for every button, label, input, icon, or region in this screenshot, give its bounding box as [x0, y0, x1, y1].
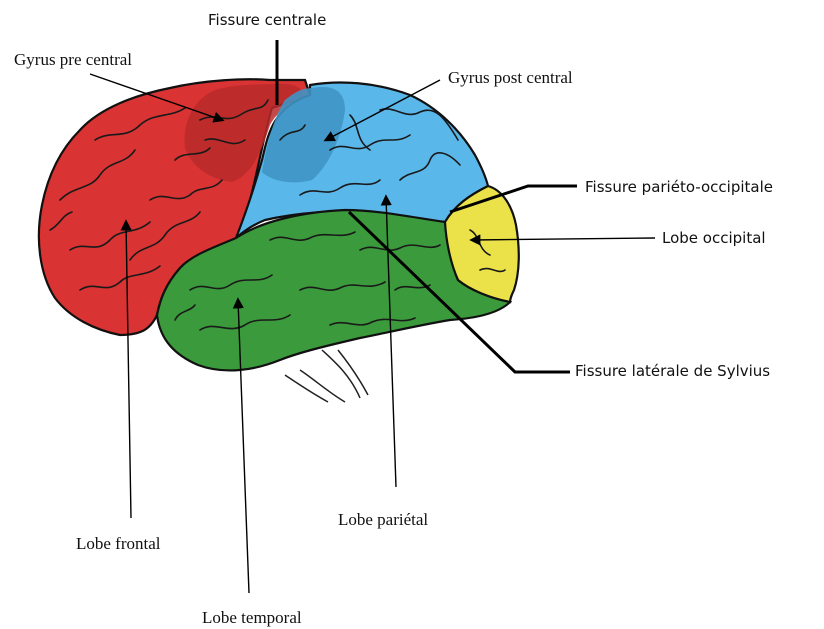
lobe-occipital-label: Lobe occipital	[662, 229, 766, 247]
gyrus-pre-central-label: Gyrus pre central	[14, 50, 132, 69]
lobe-frontal-label: Lobe frontal	[76, 534, 161, 553]
brainstem-lines	[285, 350, 368, 402]
lobe-temporal-label: Lobe temporal	[202, 608, 302, 627]
fissure-centrale-label: Fissure centrale	[208, 11, 326, 29]
fissure-laterale-label: Fissure latérale de Sylvius	[575, 362, 770, 380]
gyrus-post-central-label: Gyrus post central	[448, 68, 573, 87]
lobe-parietal-label: Lobe pariétal	[338, 510, 428, 529]
fissure-parieto-occipitale-label: Fissure pariéto-occipitale	[585, 178, 773, 196]
